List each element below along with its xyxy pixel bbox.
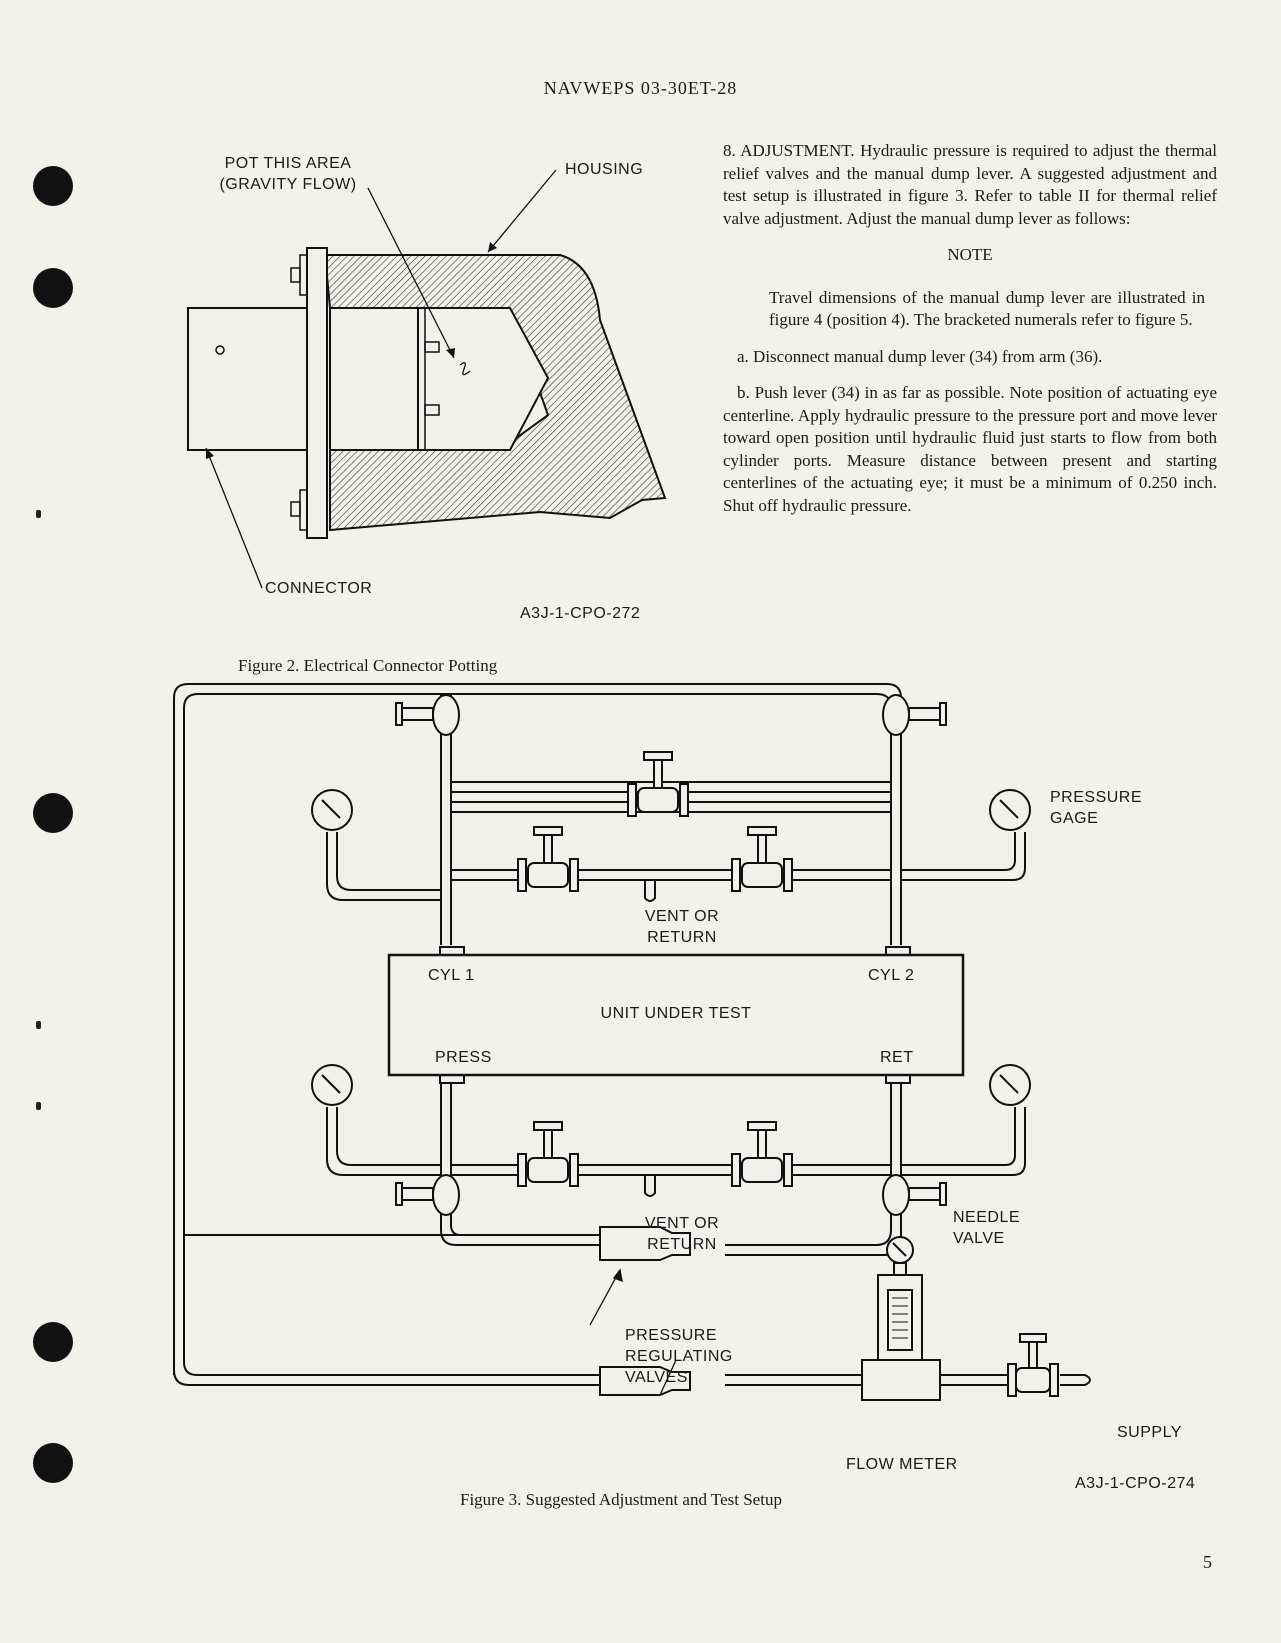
connector-body — [187, 307, 308, 451]
label-reg-line2: REGULATING — [625, 1348, 733, 1365]
punch-hole — [33, 166, 73, 206]
label-pot-this-area: POT THIS AREA (GRAVITY FLOW) — [208, 153, 368, 195]
label-pot-line1: POT THIS AREA — [224, 155, 352, 172]
label-needle-valve: NEEDLE VALVE — [953, 1207, 1020, 1249]
label-pressure-gage-line2: GAGE — [1050, 810, 1099, 827]
label-pressure-gage: PRESSURE GAGE — [1050, 787, 1142, 829]
binding-mark — [36, 1102, 41, 1110]
figure-3-caption: Figure 3. Suggested Adjustment and Test … — [460, 1490, 782, 1509]
figure-2-code: A3J-1-CPO-272 — [520, 605, 641, 622]
binding-mark — [36, 510, 41, 518]
figure-2-diagram — [187, 169, 667, 589]
section-intro: Hydraulic pressure is required to adjust… — [723, 141, 1217, 228]
label-vent-return-bottom: VENT OR RETURN — [612, 1213, 752, 1255]
adjustment-section: 8. ADJUSTMENT. Hydraulic pressure is req… — [723, 140, 1217, 517]
note-heading: NOTE — [947, 245, 993, 264]
punch-hole — [33, 1322, 73, 1362]
step-a: a. Disconnect manual dump lever (34) fro… — [737, 346, 1103, 366]
label-connector: CONNECTOR — [265, 580, 373, 597]
binding-mark — [36, 1021, 41, 1029]
label-pressure-gage-line1: PRESSURE — [1050, 789, 1143, 806]
label-pressure-regulating-valves: PRESSURE REGULATING VALVES — [625, 1325, 733, 1388]
label-vent-line2: RETURN — [647, 929, 717, 946]
label-vent-line1: VENT OR — [644, 908, 720, 925]
label-reg-line1: PRESSURE — [625, 1327, 718, 1344]
step-b: b. Push lever (34) in as far as possible… — [723, 383, 1217, 515]
label-needle-line2: VALVE — [953, 1230, 1005, 1247]
figure-3-code: A3J-1-CPO-274 — [1075, 1475, 1196, 1492]
globe-valve — [627, 751, 689, 817]
cavity — [329, 307, 550, 451]
label-cyl-1: CYL 1 — [428, 967, 475, 984]
label-supply: SUPPLY — [1117, 1424, 1182, 1441]
label-unit-under-test: UNIT UNDER TEST — [600, 1005, 752, 1022]
label-needle-line1: NEEDLE — [953, 1209, 1021, 1226]
label-pot-line2: (GRAVITY FLOW) — [219, 176, 357, 193]
section-title: 8. ADJUSTMENT. — [723, 141, 855, 160]
label-vent-line1: VENT OR — [644, 1215, 720, 1232]
punch-hole — [33, 1443, 73, 1483]
label-housing: HOUSING — [565, 161, 644, 178]
page-header: NAVWEPS 03-30ET-28 — [543, 78, 738, 98]
label-vent-line2: RETURN — [647, 1236, 717, 1253]
page-number: 5 — [1203, 1552, 1212, 1572]
punch-hole — [33, 268, 73, 308]
label-reg-line3: VALVES — [625, 1369, 688, 1386]
label-flow-meter: FLOW METER — [846, 1456, 958, 1473]
label-cyl-2: CYL 2 — [868, 967, 915, 984]
punch-hole — [33, 793, 73, 833]
note-text: Travel dimensions of the manual dump lev… — [769, 287, 1205, 330]
label-vent-return-top: VENT OR RETURN — [612, 906, 752, 948]
label-press: PRESS — [435, 1049, 492, 1066]
figure-2-caption: Figure 2. Electrical Connector Potting — [238, 656, 498, 675]
label-ret: RET — [880, 1049, 914, 1066]
figure-3-diagram — [173, 683, 1091, 1401]
